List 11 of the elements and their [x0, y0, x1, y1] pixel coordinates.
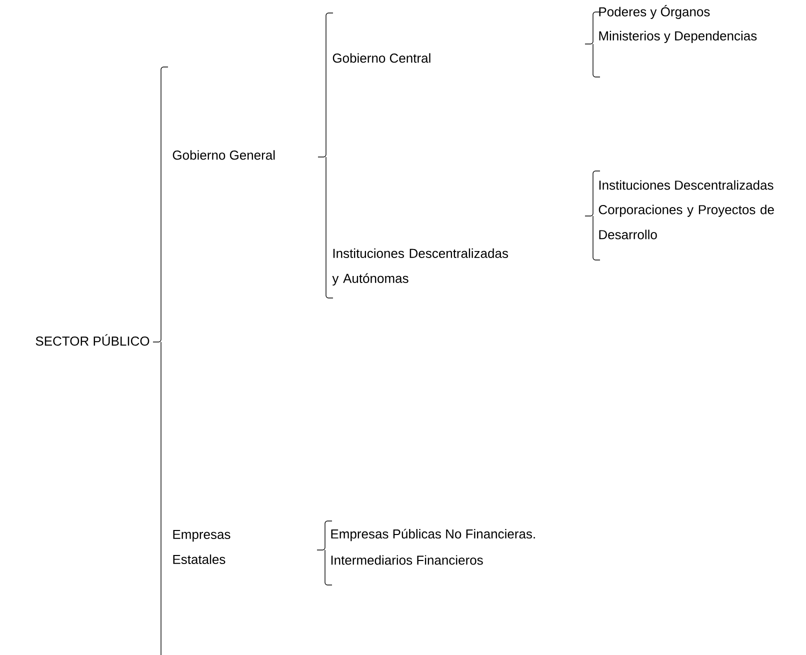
category-label: Intermediarios Financieros: [331, 555, 483, 565]
category-label: Empresas Estatales: [173, 530, 230, 564]
category-label: Instituciones Descentralizadas y Autónomas: [332, 248, 508, 286]
category-label: SECTOR PÚBLICO: [36, 334, 150, 346]
category-label: Instituciones Descentralizadas: [599, 180, 774, 190]
category-label: Corporaciones y Proyectos de Desarrollo: [598, 204, 774, 240]
category-label: Empresas Públicas No Financieras.: [331, 528, 535, 542]
category-label: Gobierno General: [172, 150, 275, 160]
category-label: Ministerios y Dependencias: [599, 30, 757, 44]
category-label: Gobierno Central: [332, 53, 430, 63]
category-label: Poderes y Órganos: [599, 5, 710, 19]
